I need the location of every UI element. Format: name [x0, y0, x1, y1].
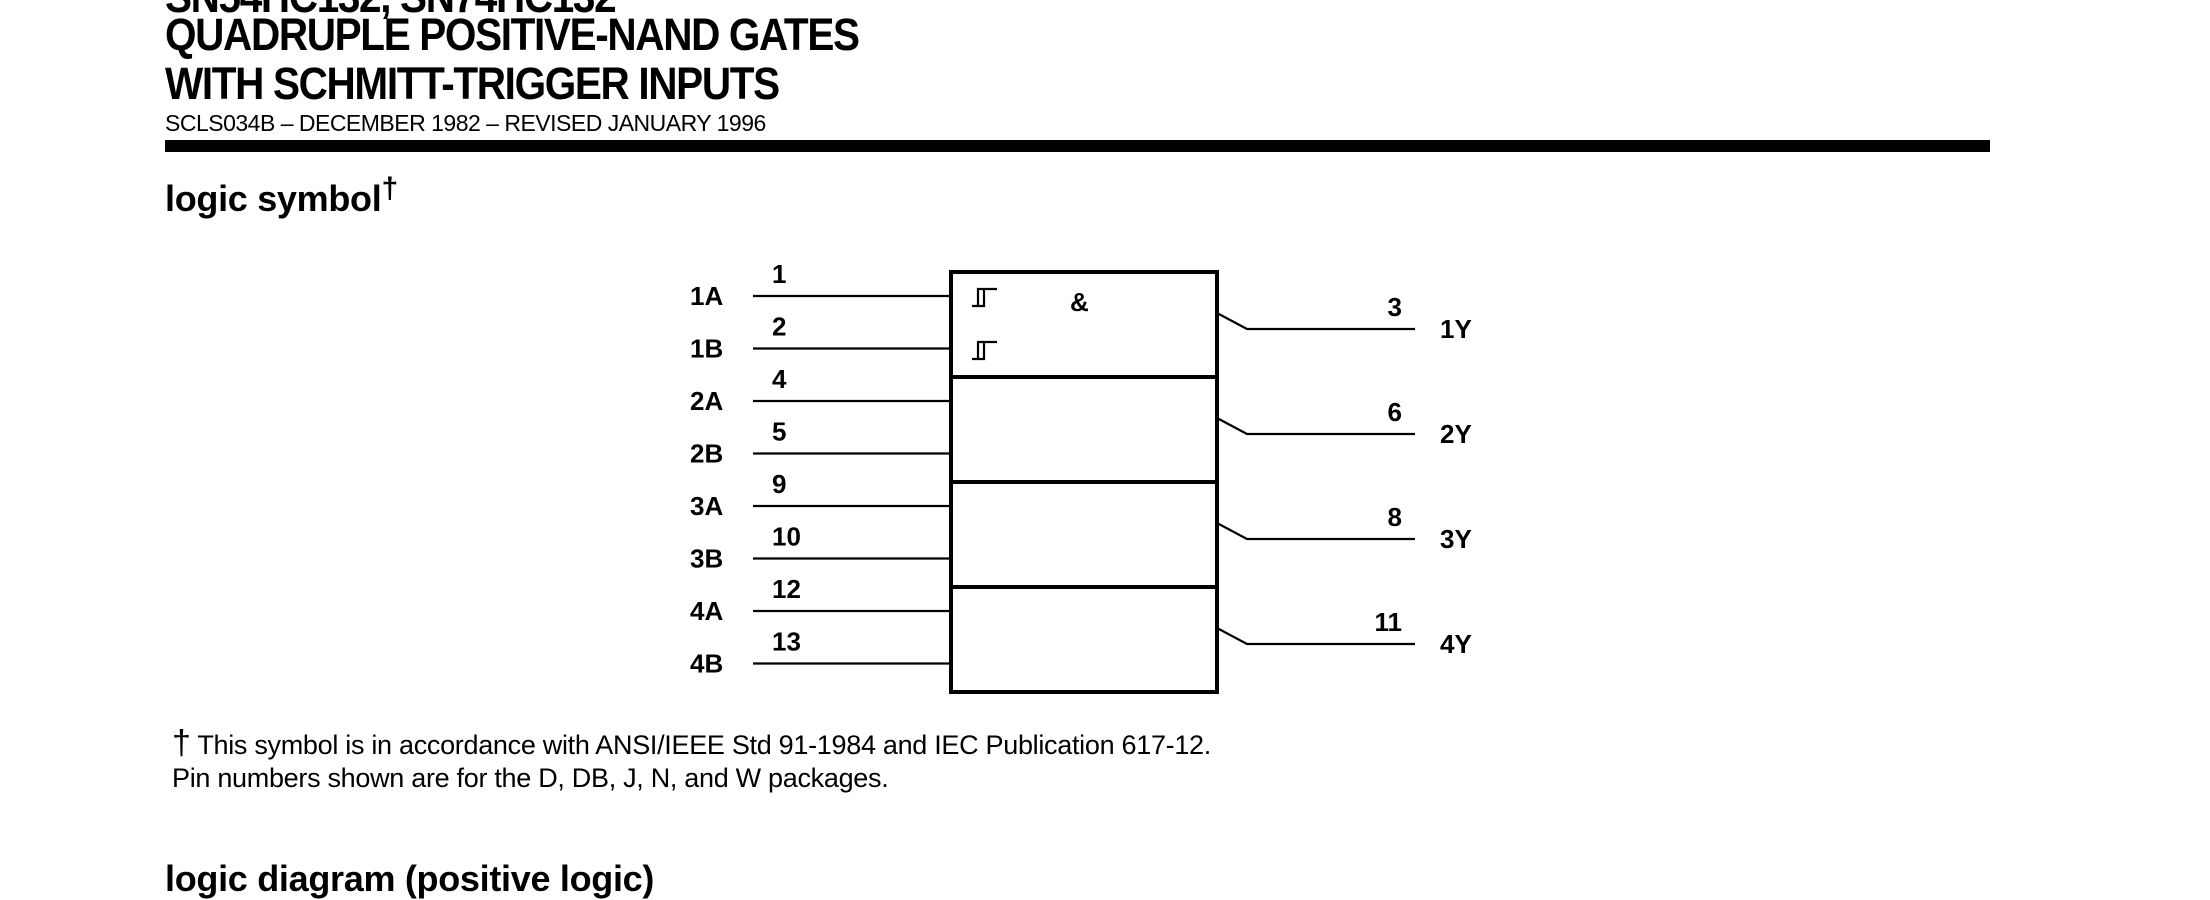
input-pin-4: 4 [772, 364, 787, 394]
input-pin-13: 13 [772, 627, 801, 657]
input-label-2A: 2A [690, 386, 723, 416]
input-label-3A: 3A [690, 491, 723, 521]
output-pin-3: 3 [1388, 292, 1402, 322]
logic-diagram-heading: logic diagram (positive logic) [165, 858, 655, 899]
input-label-4B: 4B [690, 649, 723, 679]
input-pin-9: 9 [772, 469, 786, 499]
title-line-2: WITH SCHMITT-TRIGGER INPUTS [165, 58, 780, 109]
logic-symbol-heading: logic symbol† [165, 172, 398, 220]
header-rule [165, 140, 1990, 152]
output-label-2Y: 2Y [1440, 419, 1472, 449]
output-line-4Y [1216, 627, 1415, 646]
output-pin-11: 11 [1375, 607, 1403, 637]
input-label-2B: 2B [690, 439, 723, 469]
footnote-line-2: Pin numbers shown are for the D, DB, J, … [172, 763, 889, 793]
gate-section-4 [949, 585, 1219, 694]
schmitt-trigger-icon-2 [972, 340, 997, 361]
footnote-text-1: This symbol is in accordance with ANSI/I… [197, 730, 1211, 760]
output-line-3Y [1216, 522, 1415, 541]
input-label-1B: 1B [690, 334, 723, 364]
footnote-dagger: † [172, 724, 191, 762]
input-label-4A: 4A [690, 596, 723, 626]
gate-section-3 [949, 480, 1219, 589]
output-label-1Y: 1Y [1440, 314, 1472, 344]
document-number: SCLS034B – DECEMBER 1982 – REVISED JANUA… [165, 110, 766, 136]
output-line-2Y [1216, 417, 1415, 436]
input-pin-1: 1 [772, 259, 786, 289]
input-label-3B: 3B [690, 544, 723, 574]
output-pin-8: 8 [1388, 502, 1402, 532]
gate-section-2 [949, 375, 1219, 484]
output-label-3Y: 3Y [1440, 524, 1472, 554]
title-line-1: QUADRUPLE POSITIVE-NAND GATES [165, 9, 860, 60]
logic-symbol-heading-text: logic symbol [165, 178, 382, 219]
input-pin-5: 5 [772, 417, 786, 447]
input-pin-2: 2 [772, 312, 786, 342]
heading-dagger: † [381, 172, 398, 205]
output-pin-6: 6 [1388, 397, 1402, 427]
schmitt-trigger-icon-1 [972, 287, 997, 308]
output-label-4Y: 4Y [1440, 629, 1472, 659]
footnote-line-1: † This symbol is in accordance with ANSI… [172, 724, 1211, 763]
title-partial: SN54HC132, SN74HC132 [165, 0, 617, 23]
input-pin-12: 12 [772, 574, 801, 604]
function-symbol-and: & [1070, 287, 1089, 317]
input-label-1A: 1A [690, 281, 723, 311]
input-pin-10: 10 [772, 522, 801, 552]
output-line-1Y [1216, 312, 1415, 331]
